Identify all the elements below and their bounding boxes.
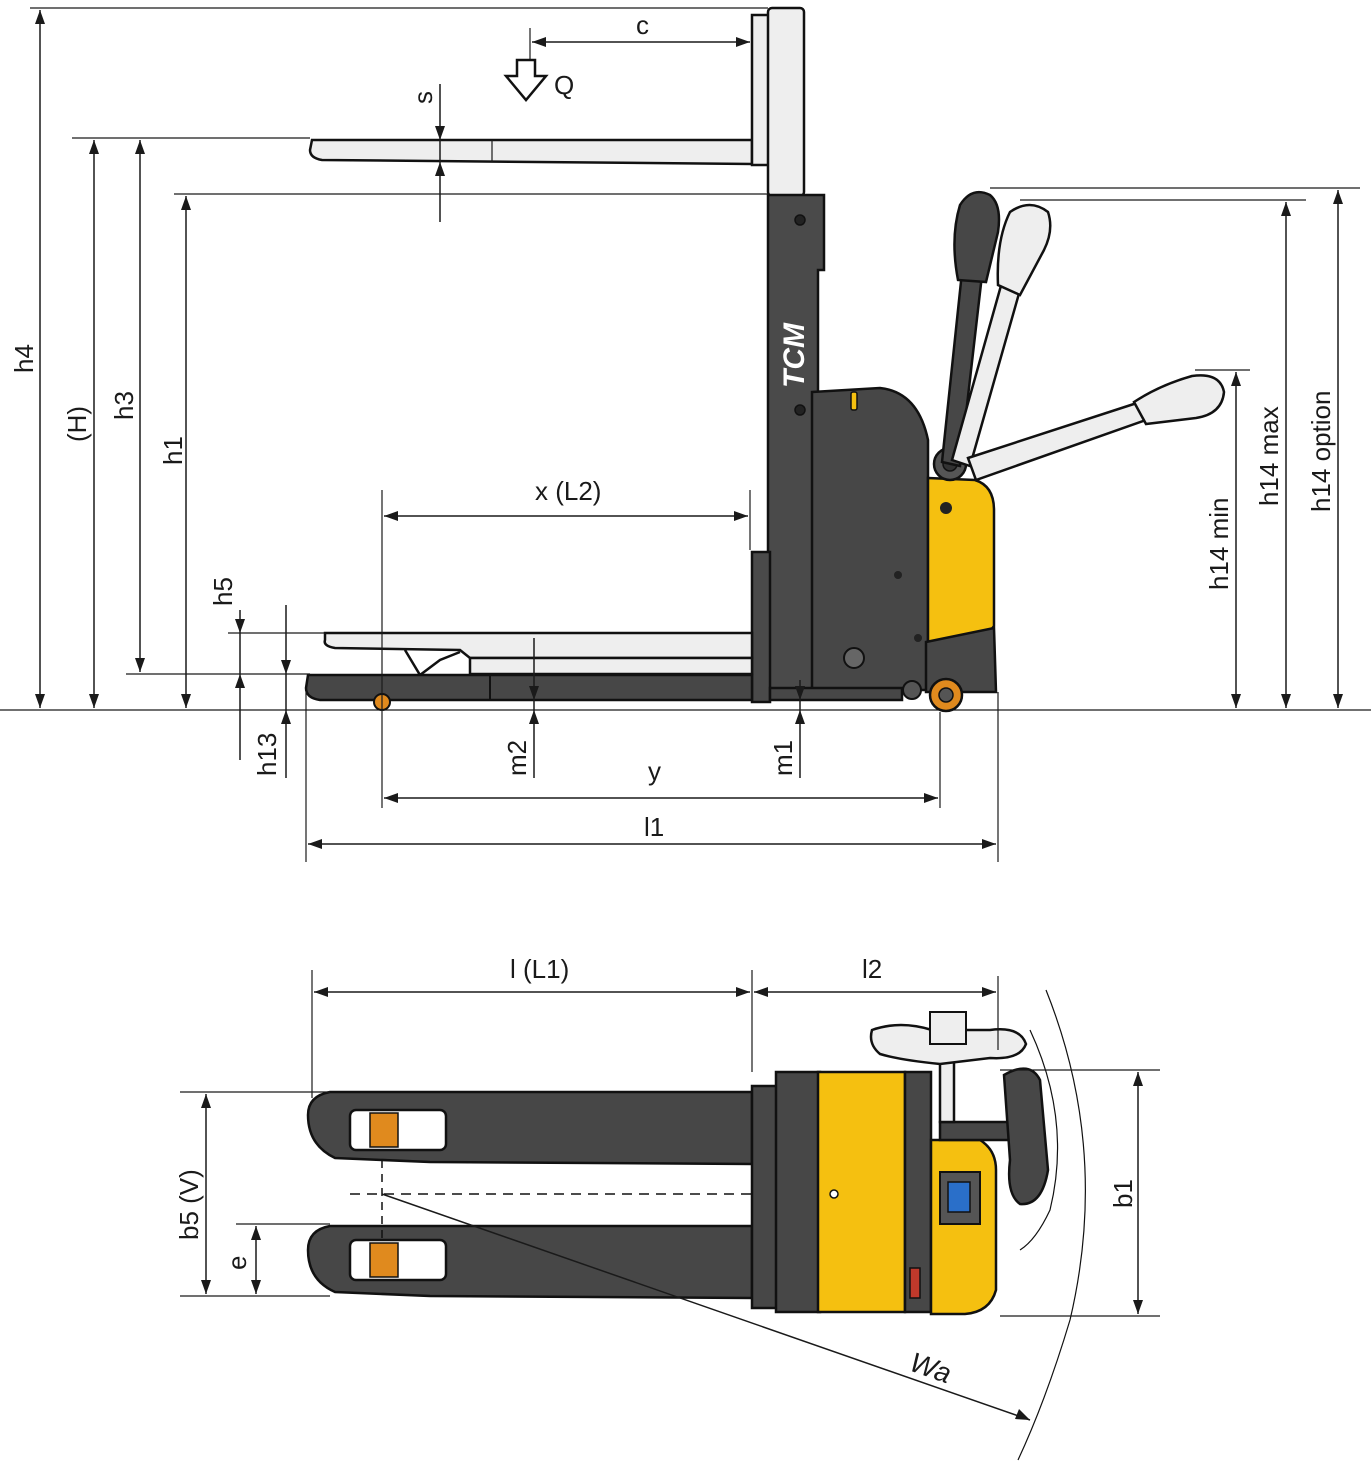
top-tiller-arm-raised: [938, 1058, 956, 1124]
label-h14-min: h14 min: [1204, 498, 1234, 591]
label-h14-max: h14 max: [1254, 406, 1284, 506]
inner-mast: [766, 6, 806, 198]
chassis-body: [810, 386, 930, 692]
top-mast-frame: [774, 1070, 822, 1314]
label-l2: l2: [862, 954, 882, 984]
top-load-wheel-upper: [369, 1112, 399, 1148]
raised-fork: [308, 138, 754, 166]
lowered-fork-upper: [323, 631, 754, 660]
label-l-l1: l (L1): [510, 954, 569, 984]
label-h1: h1: [158, 436, 188, 465]
lowered-fork-base: [304, 673, 754, 702]
label-b1: b1: [1108, 1179, 1138, 1208]
top-view: Wa l (L1) l2 b5 (V) e b1: [174, 954, 1160, 1461]
label-y: y: [648, 756, 661, 786]
fork-carriage-lower: [750, 550, 772, 704]
top-tiller-head-side: [1002, 1067, 1050, 1206]
label-h3: h3: [109, 391, 139, 420]
top-load-wheel-lower: [369, 1242, 399, 1278]
tiller-head-mid: [996, 203, 1052, 297]
label-H: (H): [62, 406, 92, 442]
turning-radius-arc: [1017, 989, 1086, 1461]
load-arrow-icon: [503, 58, 549, 102]
brand-logo: TCM: [778, 322, 811, 388]
label-b5-v: b5 (V): [174, 1169, 204, 1240]
tiller-arm-low: [966, 400, 1148, 482]
top-drive-cover: [929, 1138, 998, 1316]
label-s: s: [408, 91, 438, 104]
label-e: e: [222, 1256, 252, 1270]
label-m1: m1: [768, 740, 798, 776]
tiller-head-low: [1132, 374, 1226, 426]
dim-wa: [381, 1193, 1031, 1421]
drive-unit: [924, 626, 998, 694]
side-view: TCM: [0, 6, 1371, 862]
label-x-l2: x (L2): [535, 476, 601, 506]
battery-cover: [926, 476, 996, 644]
label-wa: Wa: [906, 1346, 955, 1389]
label-l1: l1: [644, 812, 664, 842]
display-panel: [947, 1181, 971, 1213]
label-q: Q: [554, 70, 574, 100]
base-frame: [768, 686, 904, 702]
label-h5: h5: [208, 577, 238, 606]
label-c: c: [636, 10, 649, 40]
label-h4: h4: [9, 344, 39, 373]
tiller-head-vertical: [953, 190, 1001, 284]
label-h14-option: h14 option: [1306, 391, 1336, 512]
label-h13: h13: [252, 733, 282, 776]
label-m2: m2: [502, 740, 532, 776]
